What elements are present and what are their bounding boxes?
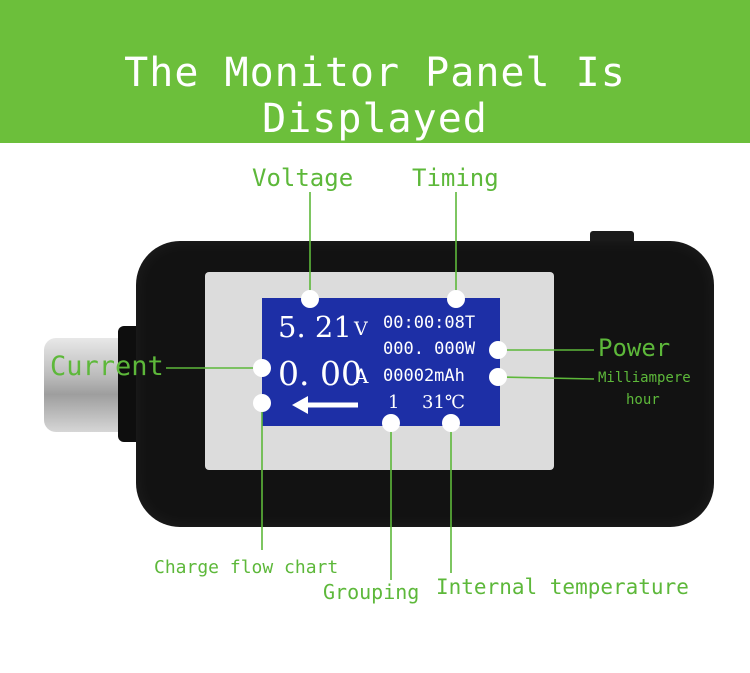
voltage-value: 5. 21 <box>278 310 352 344</box>
banner-title: The Monitor Panel Is Displayed <box>124 50 626 142</box>
timer-readout: 00:00:08T <box>383 313 476 333</box>
capacity-readout: 00002mAh <box>383 366 465 386</box>
voltage-label: Voltage <box>252 164 354 192</box>
group-readout: 1 <box>388 392 400 413</box>
mah-marker <box>489 368 507 386</box>
charge-flow-chart-label: Charge flow chart <box>154 557 339 578</box>
temperature-marker <box>442 414 460 432</box>
power-readout: 000. 000W <box>383 339 476 359</box>
voltage-marker <box>301 290 319 308</box>
charge-flow-arrow-icon <box>292 396 358 414</box>
mah-leader <box>497 376 595 380</box>
lcd-screen: 5. 21 V 0. 00 A 00:00:08T 000. 000W 0000… <box>262 298 500 426</box>
power-marker <box>489 341 507 359</box>
hour-label: hour <box>626 392 660 408</box>
header-banner: The Monitor Panel Is Displayed <box>0 0 750 143</box>
current-unit: A <box>354 364 369 388</box>
grouping-marker <box>382 414 400 432</box>
current-label: Current <box>50 351 164 382</box>
internal-temperature-label: Internal temperature <box>436 575 689 599</box>
temperature-readout: 31℃ <box>422 392 466 413</box>
current-value: 0. 00 <box>278 354 362 393</box>
milliampere-label: Milliampere <box>598 370 691 386</box>
current-marker <box>253 359 271 377</box>
charge-flow-marker <box>253 394 271 412</box>
voltage-unit: V <box>354 318 368 340</box>
timing-label: Timing <box>412 164 499 192</box>
grouping-label: Grouping <box>323 580 420 604</box>
power-label: Power <box>598 334 671 362</box>
timing-marker <box>447 290 465 308</box>
